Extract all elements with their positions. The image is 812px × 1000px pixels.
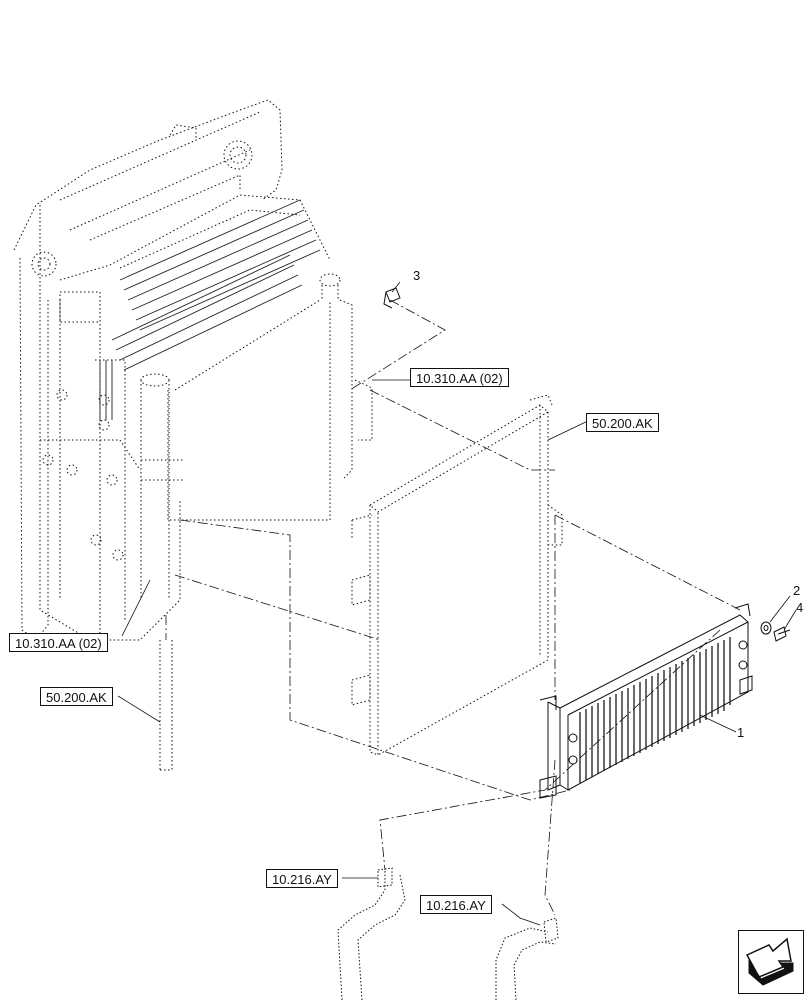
next-page-arrow-icon[interactable] xyxy=(738,930,804,994)
center-radiator-core xyxy=(351,394,563,756)
callout-item-2: 2 xyxy=(793,583,801,598)
bolt-item-4 xyxy=(773,626,791,642)
ref-label-10216ay-left: 10.216.AY xyxy=(266,869,338,888)
clip-item-3 xyxy=(383,287,401,309)
hose-right xyxy=(495,917,559,1000)
oil-cooler-item-1 xyxy=(539,603,753,799)
alignment-lines xyxy=(165,299,741,916)
washer-item-2 xyxy=(760,621,772,635)
ref-label-50200ak-right: 50.200.AK xyxy=(586,413,659,432)
ref-label-50200ak-left: 50.200.AK xyxy=(40,687,113,706)
callout-item-1: 1 xyxy=(737,725,745,740)
arrow-icon xyxy=(745,937,794,986)
callout-item-3: 3 xyxy=(413,268,421,283)
rear-core-fins xyxy=(99,199,321,420)
hose-left xyxy=(337,867,406,1000)
oil-cooler-fins xyxy=(579,637,731,783)
callout-item-4: 4 xyxy=(796,600,804,615)
ref-label-10310aa-left: 10.310.AA (02) xyxy=(9,633,108,652)
cooling-package-assembly xyxy=(13,99,373,771)
leader-lines xyxy=(117,281,797,926)
ref-label-10310aa-top: 10.310.AA (02) xyxy=(410,368,509,387)
ref-label-10216ay-right: 10.216.AY xyxy=(420,895,492,914)
